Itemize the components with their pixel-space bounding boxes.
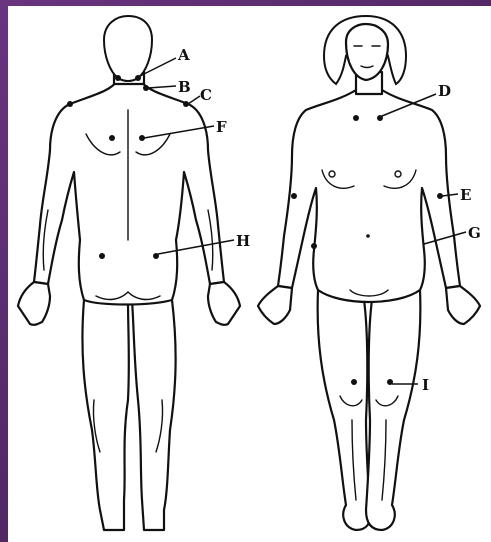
front-torso: [278, 90, 460, 302]
point-g-left: [311, 243, 317, 249]
label-g: G: [468, 224, 481, 242]
back-torso: [34, 80, 224, 305]
label-f: F: [216, 118, 227, 136]
point-a: [115, 75, 121, 81]
point-c-left: [67, 101, 73, 107]
back-right-leg: [132, 300, 176, 530]
front-right-hand: [446, 286, 480, 324]
label-i: I: [422, 376, 429, 394]
back-right-hand: [208, 282, 240, 325]
back-head: [104, 16, 152, 81]
front-left-leg: [318, 290, 371, 530]
point-h-left: [99, 253, 105, 259]
point-f-left: [109, 135, 115, 141]
label-h: H: [236, 232, 250, 250]
point-d-left: [353, 115, 359, 121]
label-c: C: [200, 86, 212, 104]
front-left-hand: [258, 286, 292, 324]
leader-c: [188, 96, 200, 104]
label-e: E: [460, 186, 471, 204]
front-right-leg: [366, 290, 420, 530]
leader-b: [148, 86, 176, 88]
point-e-left: [291, 193, 297, 199]
front-navel: [366, 234, 370, 238]
label-d: D: [438, 82, 451, 100]
back-left-leg: [82, 300, 128, 530]
label-b: B: [178, 78, 191, 96]
label-a: A: [177, 46, 190, 64]
point-i-left: [351, 379, 357, 385]
back-left-hand: [18, 282, 50, 325]
